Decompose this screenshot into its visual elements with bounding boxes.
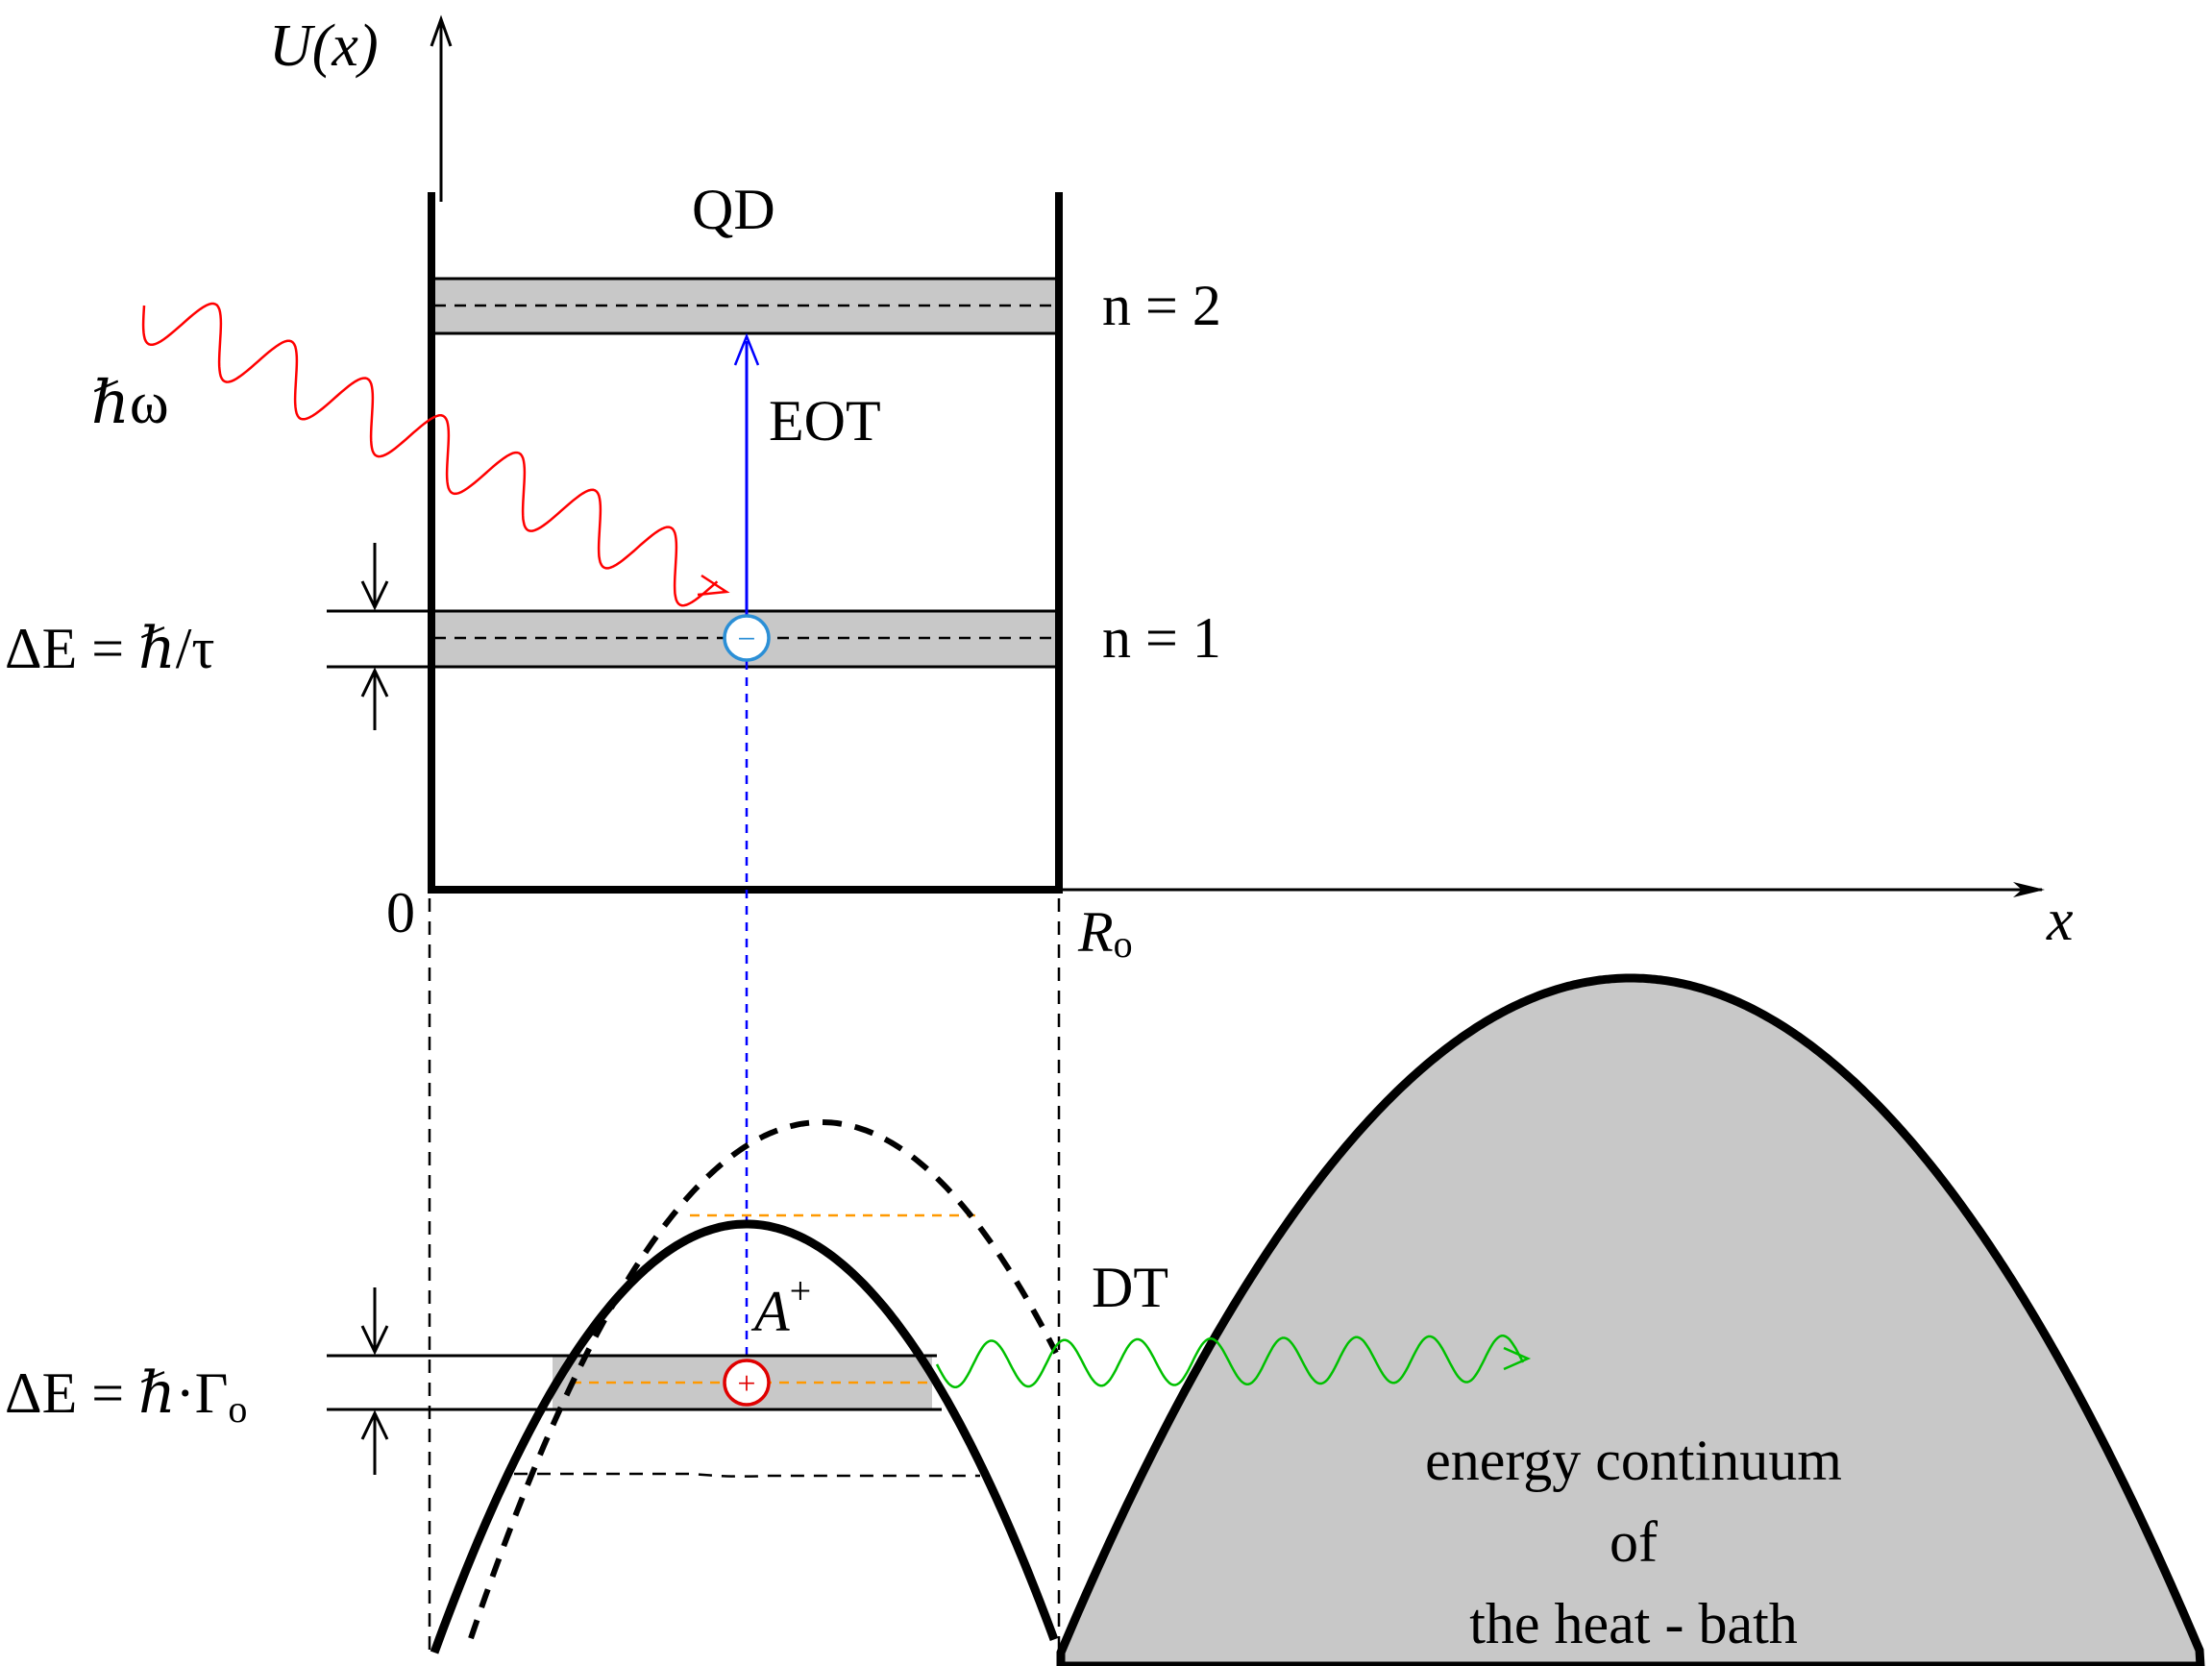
- photon-wave: [141, 302, 719, 607]
- r0-label: Ro: [1077, 900, 1133, 966]
- level-1-label: n = 1: [1102, 606, 1221, 670]
- hole: [723, 1359, 771, 1407]
- electron: [723, 614, 771, 662]
- gamma-subscript: o: [228, 1387, 247, 1431]
- impurity-band-edges: [327, 1354, 942, 1411]
- qd-well: [428, 192, 1063, 894]
- dashed-base-level: [514, 1472, 980, 1478]
- x-axis-label: x: [2046, 888, 2074, 953]
- y-axis-arrowhead: [430, 14, 453, 47]
- bath-caption-line-2: of: [1610, 1510, 1658, 1574]
- bath-caption-line-1: energy continuum: [1425, 1429, 1842, 1492]
- y-axis-label: U(x): [269, 13, 379, 79]
- impurity-barrier: [430, 1219, 1059, 1654]
- eot-label: EOT: [769, 389, 881, 453]
- dt-wave: [935, 1335, 1525, 1388]
- heat-bath-continuum: [1056, 973, 2205, 1666]
- electron-symbol: −: [737, 622, 755, 657]
- dt-label: DT: [1092, 1256, 1168, 1319]
- photon-label: ℏω: [91, 371, 169, 436]
- eot-arrowhead: [733, 332, 760, 366]
- photon-arrowhead: [697, 574, 730, 597]
- origin-label: 0: [386, 881, 415, 944]
- level-2-label: n = 2: [1102, 274, 1221, 337]
- level-centerlines: [434, 304, 1055, 640]
- dt-arrowhead: [1503, 1346, 1532, 1371]
- dashed-barrier: [468, 1119, 1059, 1640]
- impurity-width-label: ΔE = ℏ·Γo: [5, 1361, 247, 1431]
- x-axis-arrowhead: [2013, 882, 2045, 897]
- upper-width-arrows: [360, 543, 389, 730]
- impurity-label: A+: [750, 1269, 811, 1343]
- band-edges: [327, 277, 1055, 669]
- qd-title: QD: [692, 178, 775, 241]
- qd-width-label: ΔE = ℏ/τ: [5, 617, 215, 680]
- r0-subscript: o: [1114, 922, 1133, 966]
- lower-width-arrows: [360, 1287, 389, 1475]
- impurity-charge: +: [790, 1269, 812, 1312]
- hole-symbol: +: [737, 1366, 755, 1402]
- projection-lines: [428, 898, 1061, 1653]
- bath-caption-line-3: the heat - bath: [1469, 1592, 1798, 1655]
